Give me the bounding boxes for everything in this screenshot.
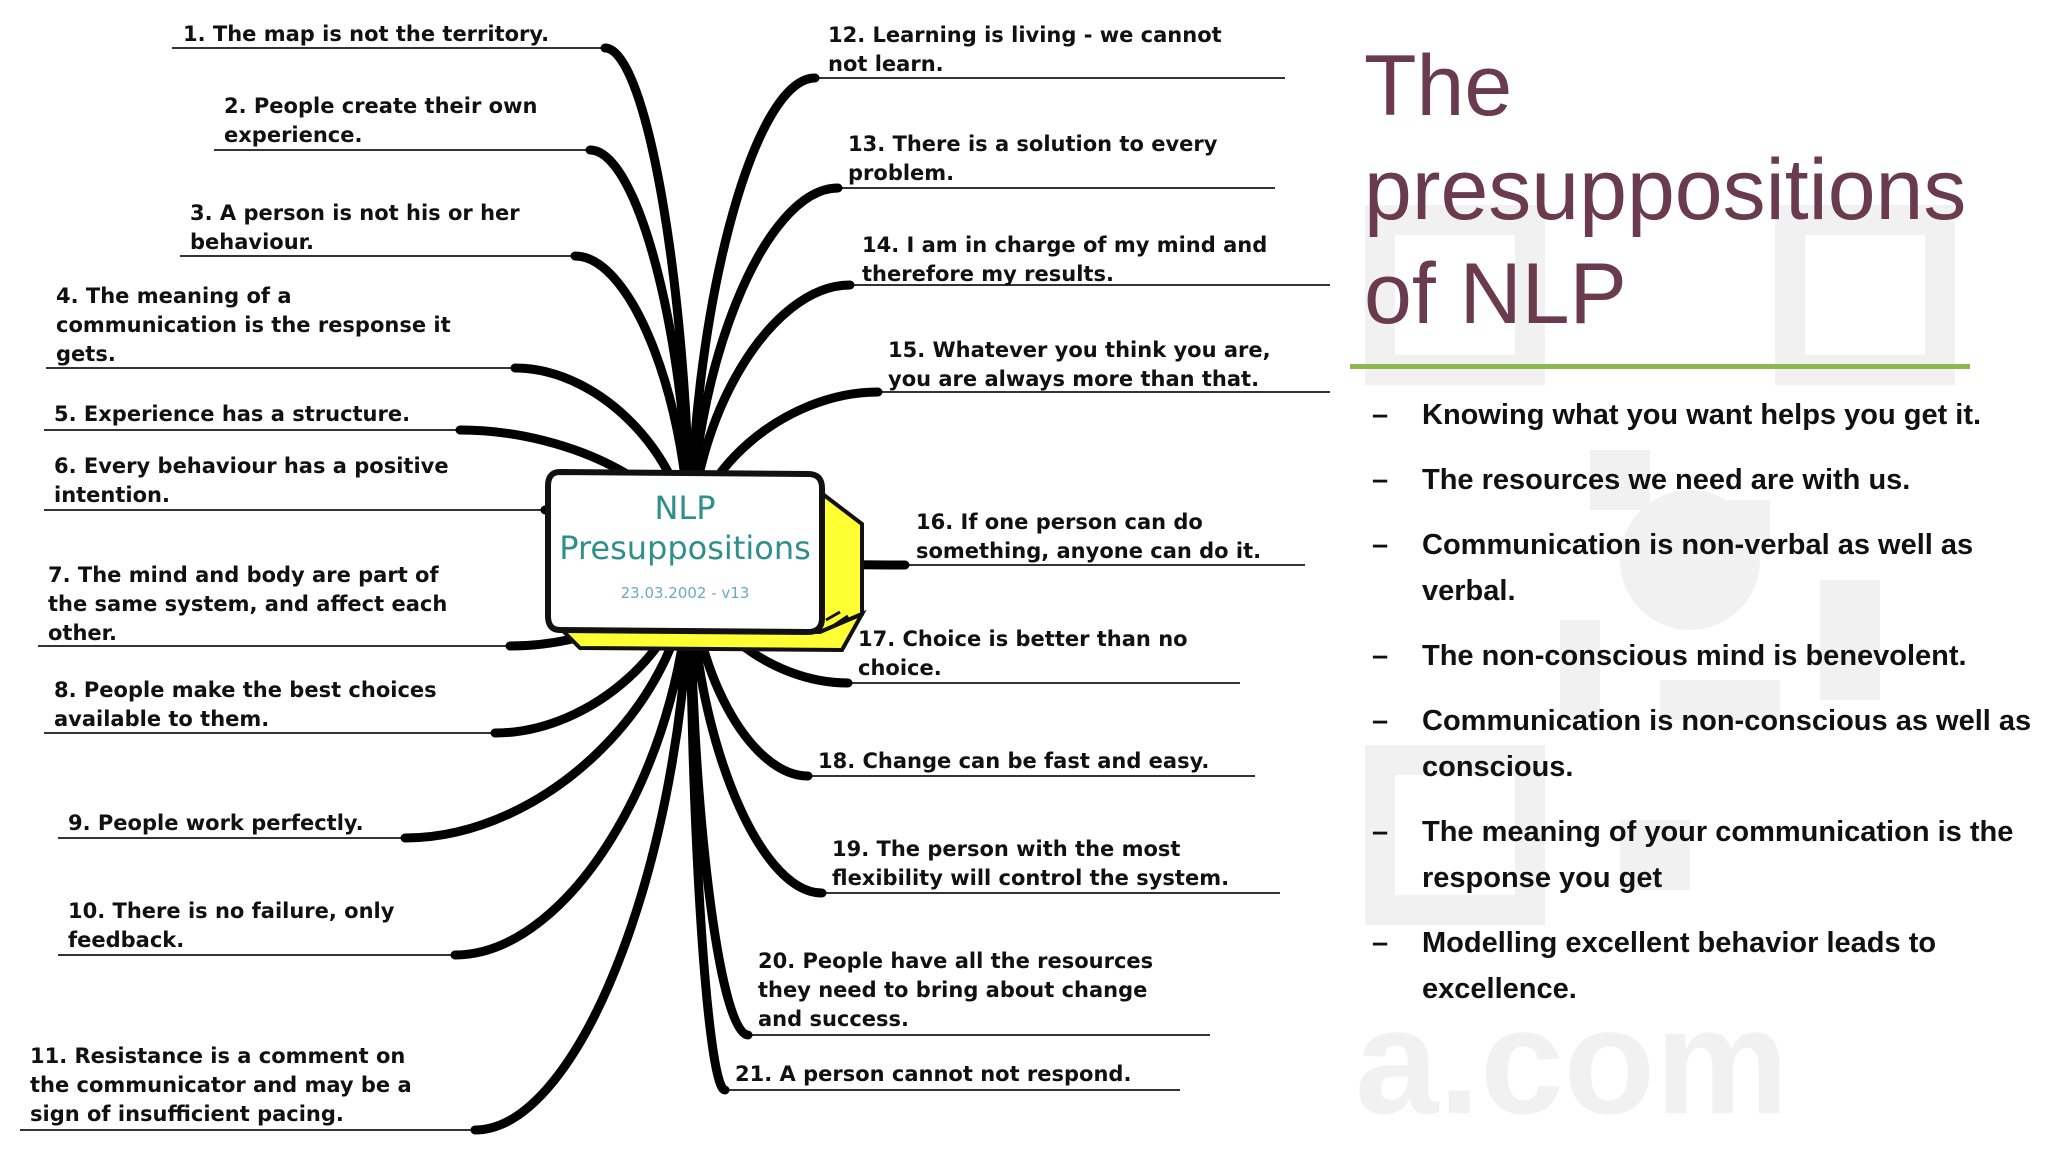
node-text-line: problem. [848,161,955,185]
node-text-line: not learn. [828,52,944,76]
left-presupposition-node: 10. There is no failure, only feedback. [68,897,394,955]
bullet-text: The non-conscious mind is benevolent. [1422,640,1967,672]
node-text-line: 10. There is no failure, only [68,899,395,923]
left-presupposition-node: 4. The meaning of a communication is the … [56,282,451,369]
node-text-line: 14. I am in charge of my mind and [862,233,1268,257]
right-presupposition-node: 18. Change can be fast and easy. [818,747,1209,776]
node-text-line: 5. Experience has a structure. [54,402,411,426]
left-presupposition-node: 6. Every behaviour has a positive intenti… [54,452,449,510]
bullet-marker: – [1372,927,1389,959]
node-text-line: the same system, and affect each [48,592,448,616]
node-text-line: 6. Every behaviour has a positive [54,454,449,478]
node-text-line: flexibility will control the system. [832,866,1230,890]
node-text-line: behaviour. [190,230,315,254]
right-presupposition-node: 21. A person cannot not respond. [735,1060,1131,1089]
bullet-item: – The meaning of your communication is th… [1372,809,2032,901]
node-text-line: therefore my results. [862,262,1114,286]
bullet-text: The meaning of your communication is the… [1422,816,2014,894]
slide-title-line-3: of NLP [1364,246,1627,342]
right-presupposition-node: 12. Learning is living - we cannot not le… [828,21,1222,79]
bullet-text: Communication is non-verbal as well as v… [1422,529,1974,607]
node-text-line: sign of insufficient pacing. [30,1102,344,1126]
node-text-line: 3. A person is not his or her [190,201,520,225]
node-text-line: other. [48,621,117,645]
right-presupposition-node: 14. I am in charge of my mind and therefo… [862,231,1267,289]
central-title-line-2: Presuppositions [559,529,811,567]
node-text-line: 11. Resistance is a comment on [30,1044,406,1068]
bullet-marker: – [1372,705,1389,737]
bullet-item: – The resources we need are with us. [1372,457,2032,503]
bullet-text: Communication is non-conscious as well a… [1422,705,2032,783]
node-text-line: 4. The meaning of a [56,284,292,308]
node-text-line: 17. Choice is better than no [858,627,1188,651]
node-text-line: you are always more than that. [888,367,1260,391]
node-text-line: 16. If one person can do [916,510,1203,534]
qr-watermark [1365,205,1955,925]
node-text-line: available to them. [54,707,270,731]
left-presupposition-node: 1. The map is not the territory. [183,20,549,49]
node-text-line: feedback. [68,928,185,952]
node-text-line: something, anyone can do it. [916,539,1262,563]
left-presupposition-node: 3. A person is not his or her behaviour. [190,199,520,257]
node-text-line: 1. The map is not the territory. [183,22,550,46]
node-text-line: 8. People make the best choices [54,678,437,702]
node-text-line: 15. Whatever you think you are, [888,338,1271,362]
central-node-title: NLP Presuppositions [548,488,822,568]
right-branch [685,550,730,1095]
left-presupposition-node: 7. The mind and body are part of the same… [48,561,447,648]
right-presupposition-node: 19. The person with the most flexibility … [832,835,1229,893]
left-presupposition-node: 8. People make the best choices available… [54,676,437,734]
bullet-item: – Communication is non-verbal as well as … [1372,522,2032,614]
node-text-line: 2. People create their own [224,94,538,118]
node-text-line: 18. Change can be fast and easy. [818,749,1210,773]
bullet-marker: – [1372,640,1389,672]
node-text-line: 19. The person with the most [832,837,1181,861]
node-text-line: gets. [56,342,116,366]
left-presupposition-node: 9. People work perfectly. [68,809,364,838]
bullet-item: – Modelling excellent behavior leads to e… [1372,920,2032,1012]
slide-title-line-1: The [1364,38,1513,134]
title-divider [1350,364,1970,369]
node-text-line: 21. A person cannot not respond. [735,1062,1132,1086]
right-presupposition-node: 16. If one person can do something, anyon… [916,508,1261,566]
bullet-text: Knowing what you want helps you get it. [1422,399,1982,431]
slide-title: The presuppositions of NLP [1364,34,2024,346]
node-text-line: intention. [54,483,170,507]
bullet-marker: – [1372,464,1389,496]
node-text-line: communication is the response it [56,313,451,337]
node-text-line: 13. There is a solution to every [848,132,1218,156]
right-presupposition-node: 20. People have all the resources they ne… [758,947,1153,1034]
bullet-item: – Knowing what you want helps you get it. [1372,392,2032,438]
node-text-line: they need to bring about change [758,978,1148,1002]
node-text-line: and success. [758,1007,910,1031]
slide-title-line-2: presuppositions [1364,142,1967,238]
right-presupposition-node: 13. There is a solution to every problem. [848,130,1217,188]
bullet-marker: – [1372,816,1389,848]
bullet-text: Modelling excellent behavior leads to ex… [1422,927,1937,1005]
nlp-mind-map: NLP Presuppositions 23.03.2002 - v13 1. … [20,20,1330,1135]
node-text-line: 9. People work perfectly. [68,811,364,835]
watermark-text: a.com [1355,977,1789,1145]
central-title-line-1: NLP [654,489,716,527]
central-node-box [545,468,867,653]
left-presupposition-node: 11. Resistance is a comment on the commun… [30,1042,412,1129]
bullet-marker: – [1372,399,1389,431]
left-presupposition-node: 2. People create their own experience. [224,92,537,150]
bullet-item: – The non-conscious mind is benevolent. [1372,633,2032,679]
node-text-line: 7. The mind and body are part of [48,563,439,587]
left-branch [470,550,695,1135]
node-text-line: experience. [224,123,363,147]
bullet-item: – Communication is non-conscious as well … [1372,698,2032,790]
left-presupposition-node: 5. Experience has a structure. [54,400,410,429]
bullet-text: The resources we need are with us. [1422,464,1911,496]
right-presupposition-node: 17. Choice is better than no choice. [858,625,1188,683]
node-text-line: the communicator and may be a [30,1073,412,1097]
node-text-line: 20. People have all the resources [758,949,1154,973]
node-text-line: choice. [858,656,942,680]
bullet-list: – Knowing what you want helps you get it.… [1372,392,2032,1031]
node-text-line: 12. Learning is living - we cannot [828,23,1222,47]
central-node-date: 23.03.2002 - v13 [620,584,750,602]
right-presupposition-node: 15. Whatever you think you are, you are a… [888,336,1271,394]
bullet-marker: – [1372,529,1389,561]
